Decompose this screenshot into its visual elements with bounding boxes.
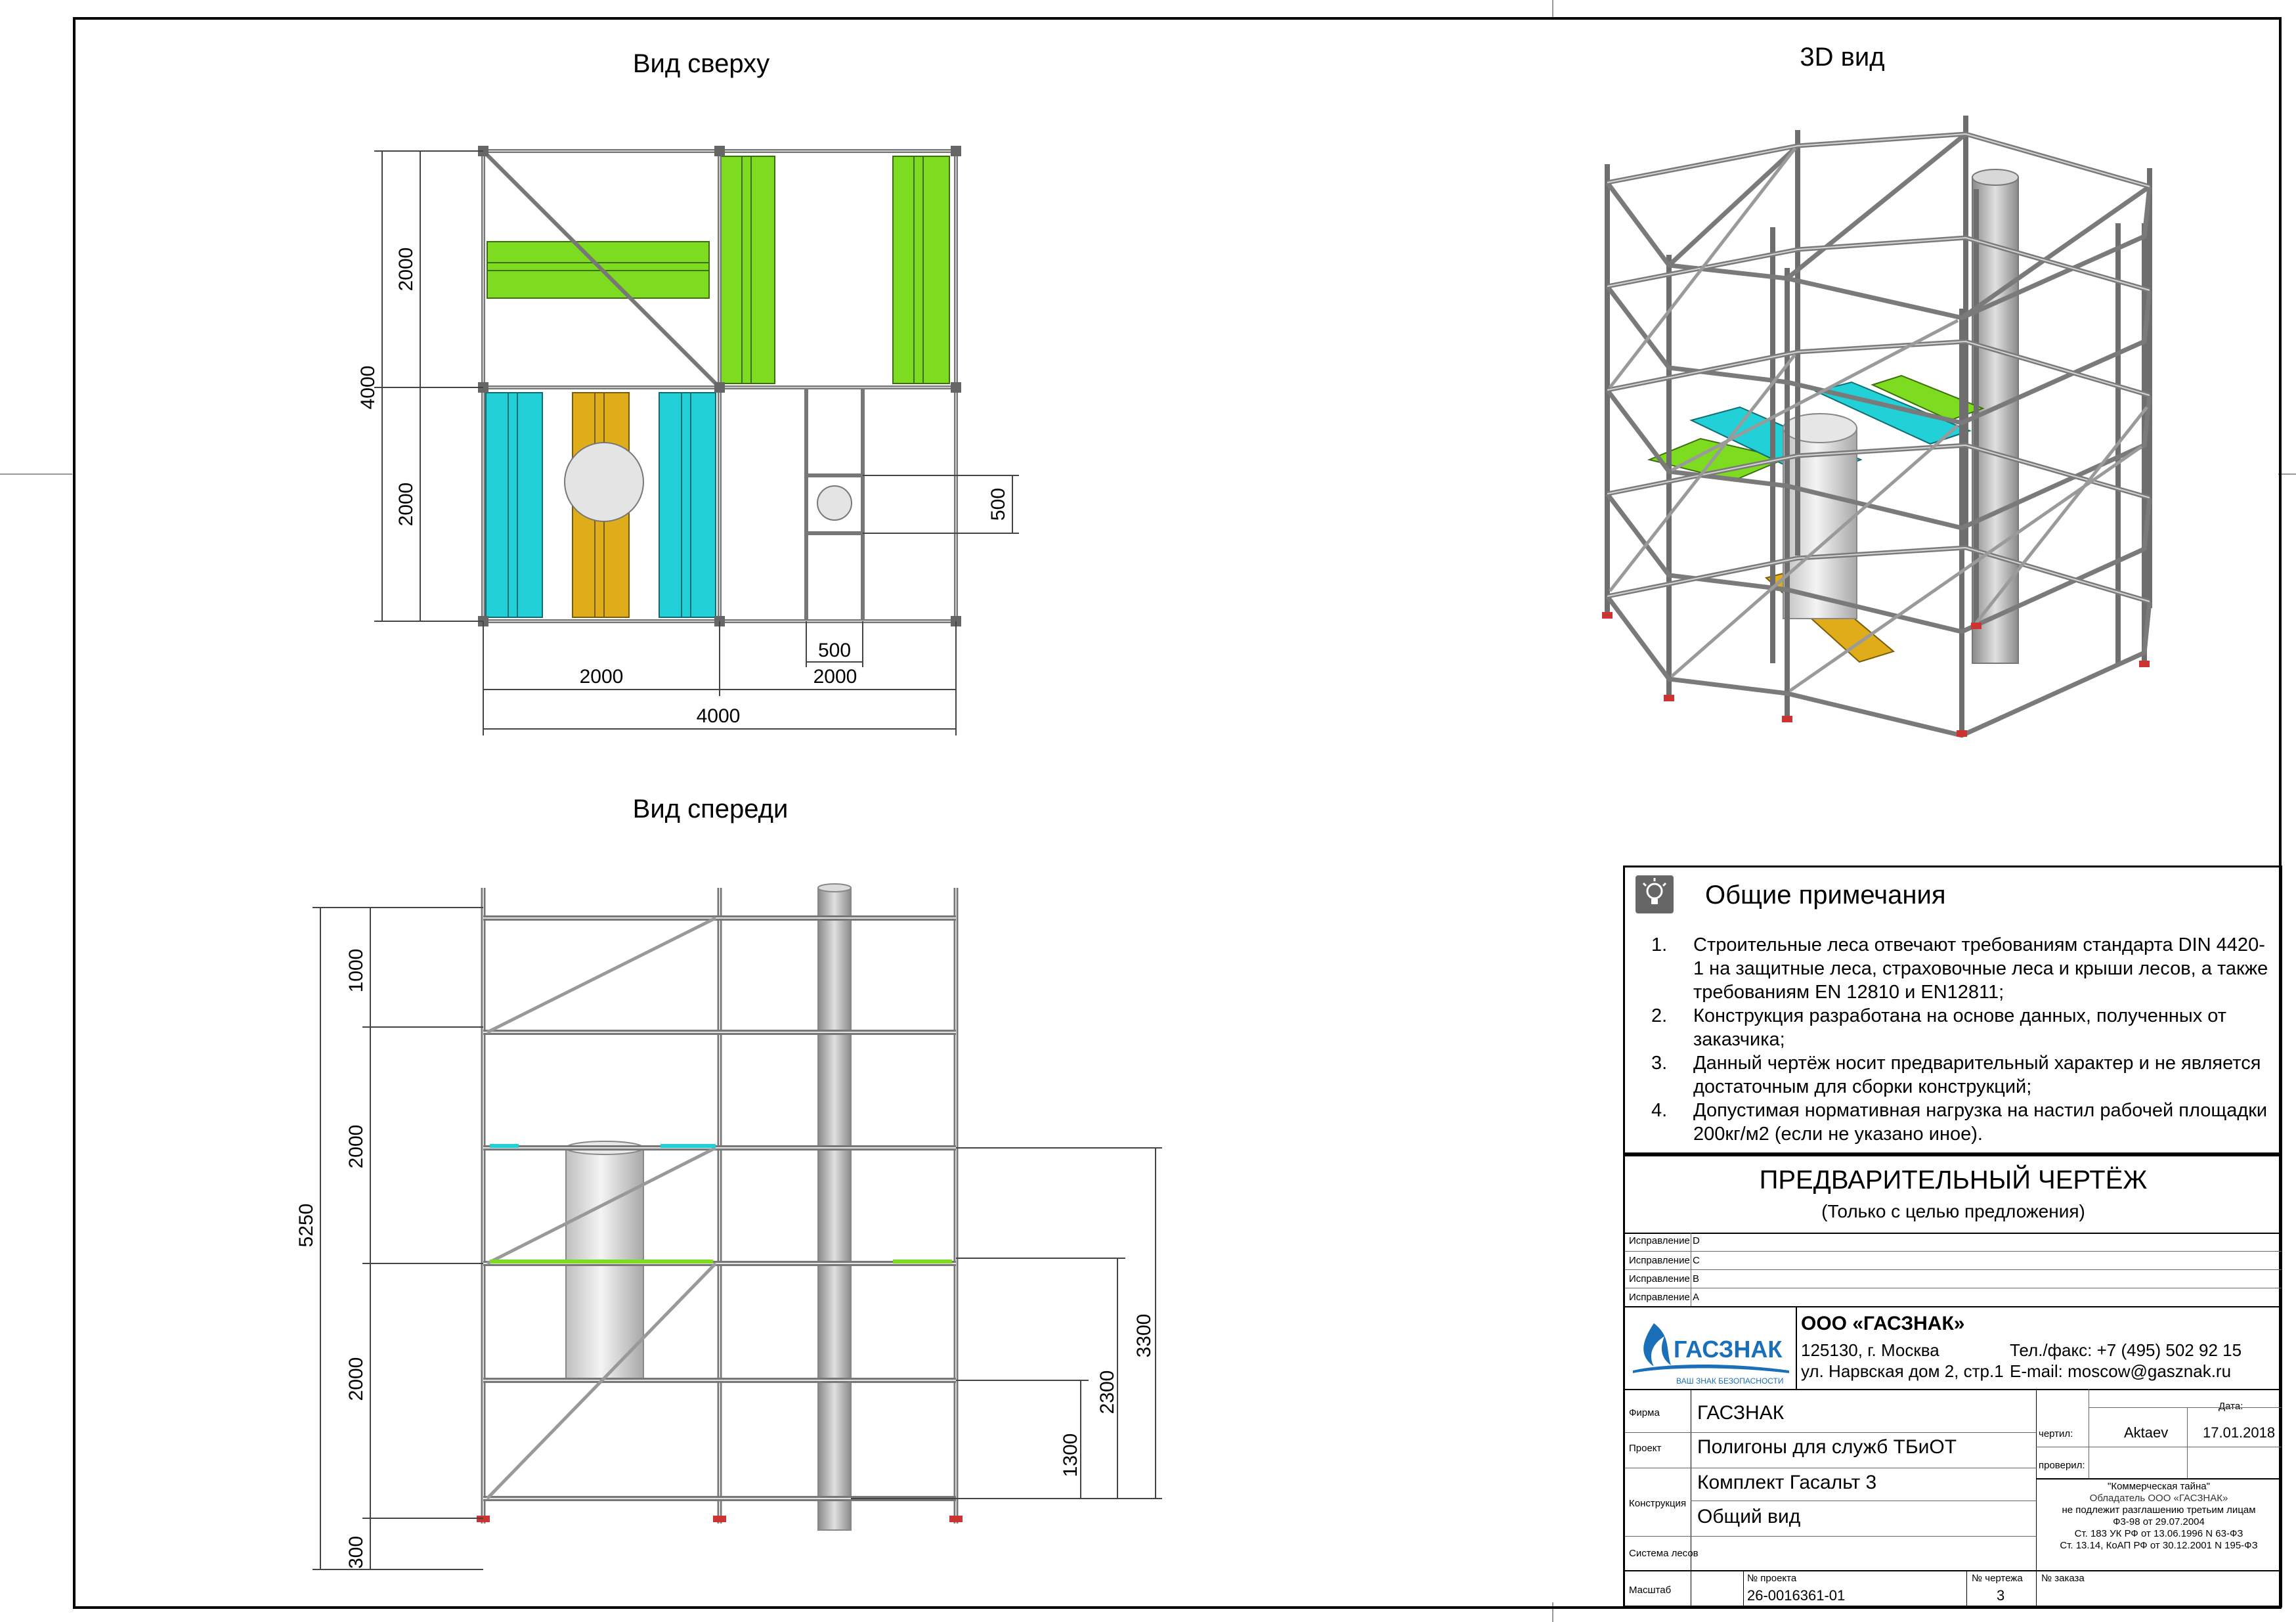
value-project: Полигоны для служб ТБиОТ bbox=[1697, 1436, 1957, 1458]
label-firm: Фирма bbox=[1629, 1407, 1660, 1418]
front-view-drawing bbox=[477, 883, 963, 1531]
note-item: 3.Данный чертёж носит предварительный ха… bbox=[1651, 1053, 2261, 1097]
commercial-secret: "Коммерческая тайна" Обладатель ООО «ГАС… bbox=[2060, 1481, 2258, 1551]
value-project-no: 26-0016361-01 bbox=[1747, 1587, 1846, 1604]
svg-text:ГАСЗНАК: ГАСЗНАК bbox=[1674, 1336, 1783, 1363]
value-construction-1: Комплект Гасальт 3 bbox=[1697, 1472, 1877, 1493]
label-project: Проект bbox=[1629, 1443, 1662, 1454]
top-cylinder-small bbox=[817, 485, 852, 521]
front-view-dimensions bbox=[313, 907, 1162, 1570]
label-drawing-no: № чертежа bbox=[1972, 1573, 2023, 1584]
label-date: Дата: bbox=[2219, 1401, 2243, 1412]
top-view-drawing bbox=[478, 146, 961, 626]
company-phone: Тел./факс: +7 (495) 502 92 15 bbox=[2010, 1340, 2242, 1360]
top-view-title: Вид сверху bbox=[633, 49, 769, 78]
deck-green-vertical-right bbox=[892, 156, 950, 384]
front-dim-right-3: 3300 bbox=[1133, 1314, 1155, 1358]
value-construction-2: Общий вид bbox=[1697, 1506, 1801, 1527]
lightbulb-icon bbox=[1635, 875, 1674, 913]
deck-cyan-right bbox=[659, 392, 716, 618]
label-drawn: чертил: bbox=[2039, 1428, 2073, 1439]
note-item: 2.Конструкция разработана на основе данн… bbox=[1651, 1005, 2227, 1050]
revision-a: Исправление A bbox=[1629, 1292, 1699, 1303]
top-dim-left-lower: 2000 bbox=[395, 483, 417, 527]
front-dim-low: 2000 bbox=[345, 1357, 367, 1401]
front-dim-total: 5250 bbox=[295, 1204, 317, 1248]
top-dim-right-small: 500 bbox=[987, 488, 1009, 521]
notes-title: Общие примечания bbox=[1705, 881, 1946, 910]
top-dim-left-upper: 2000 bbox=[395, 248, 417, 292]
top-dim-bottom-left: 2000 bbox=[580, 666, 624, 688]
revision-d: Исправление D bbox=[1629, 1235, 1700, 1246]
front-dim-right-1: 1300 bbox=[1060, 1434, 1081, 1478]
front-dim-right-2: 2300 bbox=[1096, 1370, 1118, 1414]
iso-view-drawing bbox=[1602, 116, 2152, 738]
drawing-frame bbox=[73, 17, 2282, 1609]
value-date: 17.01.2018 bbox=[2203, 1424, 2276, 1441]
label-project-no: № проекта bbox=[1747, 1573, 1797, 1584]
deck-green-vertical-left bbox=[719, 156, 775, 384]
top-cylinder-large bbox=[564, 442, 644, 522]
top-dim-left-total: 4000 bbox=[357, 366, 379, 410]
front-dim-mid: 2000 bbox=[345, 1125, 367, 1169]
front-dim-base: 300 bbox=[345, 1536, 367, 1569]
svg-text:ВАШ ЗНАК БЕЗОПАСНОСТИ: ВАШ ЗНАК БЕЗОПАСНОСТИ bbox=[1676, 1376, 1784, 1386]
front-tall-tube bbox=[817, 887, 852, 1531]
revision-c: Исправление C bbox=[1629, 1255, 1700, 1266]
top-dim-bottom-total: 4000 bbox=[697, 705, 741, 727]
revision-b: Исправление B bbox=[1629, 1273, 1699, 1284]
prelim-title: ПРЕДВАРИТЕЛЬНЫЙ ЧЕРТЁЖ bbox=[1759, 1166, 2148, 1195]
front-view-title: Вид спереди bbox=[633, 795, 789, 823]
iso-view-title: 3D вид bbox=[1800, 43, 1884, 72]
deck-cyan-left bbox=[485, 392, 543, 618]
company-email: E-mail: moscow@gasznak.ru bbox=[2010, 1361, 2232, 1381]
title-block: ПРЕДВАРИТЕЛЬНЫЙ ЧЕРТЁЖ (Только с целью п… bbox=[1623, 1154, 2282, 1608]
label-checked: проверил: bbox=[2039, 1460, 2085, 1471]
top-dim-bottom-right: 2000 bbox=[813, 666, 857, 688]
company-address-2: ул. Нарвская дом 2, стр.1 bbox=[1801, 1361, 2004, 1381]
front-dim-top: 1000 bbox=[345, 949, 367, 993]
label-order-no: № заказа bbox=[2041, 1573, 2085, 1584]
company-name: ООО «ГАСЗНАК» bbox=[1801, 1313, 1965, 1334]
value-drawing-no: 3 bbox=[1997, 1587, 2005, 1604]
company-address-1: 125130, г. Москва bbox=[1801, 1340, 1939, 1360]
note-item: 4.Допустимая нормативная нагрузка на нас… bbox=[1651, 1100, 2268, 1145]
top-view-dimensions bbox=[374, 150, 1019, 735]
label-construction: Конструкция bbox=[1629, 1498, 1687, 1509]
top-dim-bottom-small: 500 bbox=[818, 640, 851, 661]
label-scale: Масштаб bbox=[1629, 1585, 1672, 1596]
iso-tall-tube bbox=[1972, 177, 2019, 664]
value-firm: ГАСЗНАК bbox=[1697, 1402, 1785, 1424]
prelim-subtitle: (Только с целью предложения) bbox=[1821, 1201, 2085, 1221]
iso-deck-green-2 bbox=[1871, 374, 1985, 422]
company-logo: ГАСЗНАК ВАШ ЗНАК БЕЗОПАСНОСТИ bbox=[1628, 1310, 1794, 1389]
general-notes-panel: Общие примечания 1.Строительные леса отв… bbox=[1623, 866, 2282, 1154]
notes-list: 1.Строительные леса отвечают требованиям… bbox=[1651, 933, 2268, 1146]
note-item: 1.Строительные леса отвечают требованиям… bbox=[1651, 934, 2268, 1003]
label-system: Система лесов bbox=[1629, 1548, 1699, 1559]
value-drawn-by: Aktaev bbox=[2124, 1424, 2169, 1441]
